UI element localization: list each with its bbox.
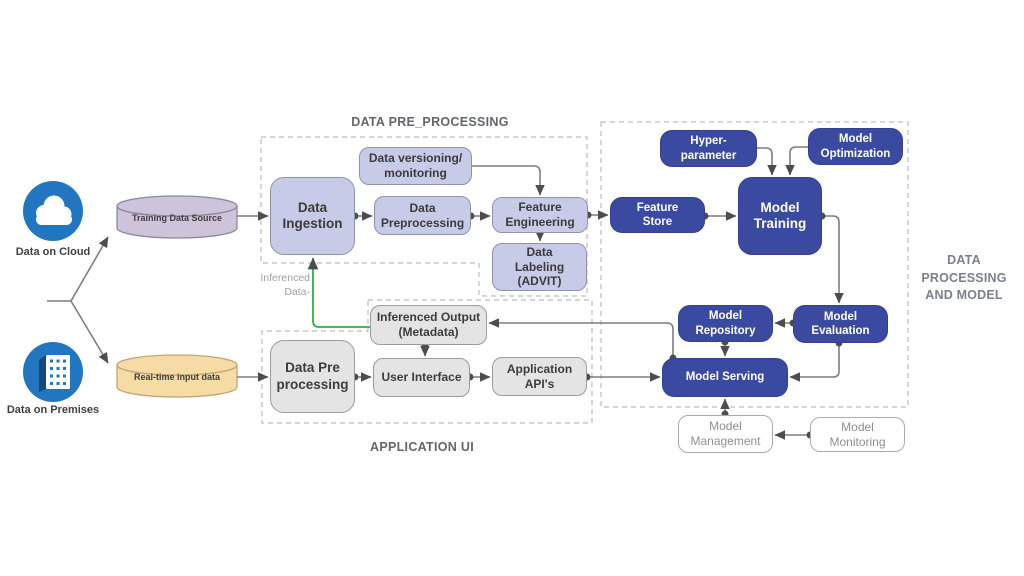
node-model-optimization: Model Optimization — [808, 128, 903, 165]
building-icon — [23, 342, 83, 402]
application-ui-region-outline — [261, 299, 593, 424]
cloud-icon — [23, 181, 83, 241]
data-on-premises-label: Data on Premises — [6, 404, 100, 416]
data-on-cloud-label: Data on Cloud — [15, 246, 91, 258]
node-model-training: Model Training — [738, 177, 822, 255]
edge-fork-to-realtime — [70, 300, 109, 364]
edge-serving-to-inferenced-output — [488, 318, 677, 362]
node-data-preprocessing: Data Preprocessing — [374, 196, 471, 235]
node-model-serving: Model Serving — [662, 358, 788, 397]
node-data-pre-processing-app: Data Pre processing — [270, 340, 355, 413]
edge-optimization-to-training — [785, 146, 808, 176]
node-model-evaluation: Model Evaluation — [793, 305, 888, 343]
node-inferenced-output: Inferenced Output (Metadata) — [370, 305, 487, 345]
node-model-management: Model Management — [678, 415, 773, 453]
edge-versioning-to-feature-eng — [472, 165, 545, 196]
node-data-versioning: Data versioning/ monitoring — [359, 147, 472, 185]
pre-processing-region-outline — [260, 136, 588, 297]
realtime-input-cylinder — [116, 354, 238, 398]
node-data-ingestion: Data Ingestion — [270, 177, 355, 255]
edge-evaluation-to-serving — [789, 339, 843, 382]
node-user-interface: User Interface — [373, 358, 470, 397]
training-data-source-label: Training Data Source — [131, 213, 223, 223]
node-hyper-parameter: Hyper- parameter — [660, 130, 757, 167]
node-model-repository: Model Repository — [678, 305, 773, 342]
node-feature-engineering: Feature Engineering — [492, 197, 588, 233]
application-ui-title: APPLICATION UI — [370, 440, 474, 454]
pre-processing-title: DATA PRE_PROCESSING — [351, 115, 509, 129]
processing-model-region-outline — [600, 121, 909, 408]
node-model-monitoring: Model Monitoring — [810, 417, 905, 452]
inferenced-data-edge-label: Inferenced Data- — [260, 272, 310, 298]
node-data-labeling: Data Labeling (ADVIT) — [492, 243, 587, 291]
node-feature-store: Feature Store — [610, 197, 705, 233]
edge-hyperparam-to-training — [757, 147, 777, 176]
edge-training-to-evaluation — [818, 212, 844, 304]
edge-inferenced-data — [307, 257, 370, 328]
edge-fork-to-training — [70, 236, 109, 302]
node-application-apis: Application API's — [492, 357, 587, 396]
processing-model-title: DATA PROCESSING AND MODEL — [921, 253, 1007, 302]
training-data-source-cylinder — [116, 195, 238, 239]
realtime-input-data-label: Real-time input data — [133, 372, 220, 382]
